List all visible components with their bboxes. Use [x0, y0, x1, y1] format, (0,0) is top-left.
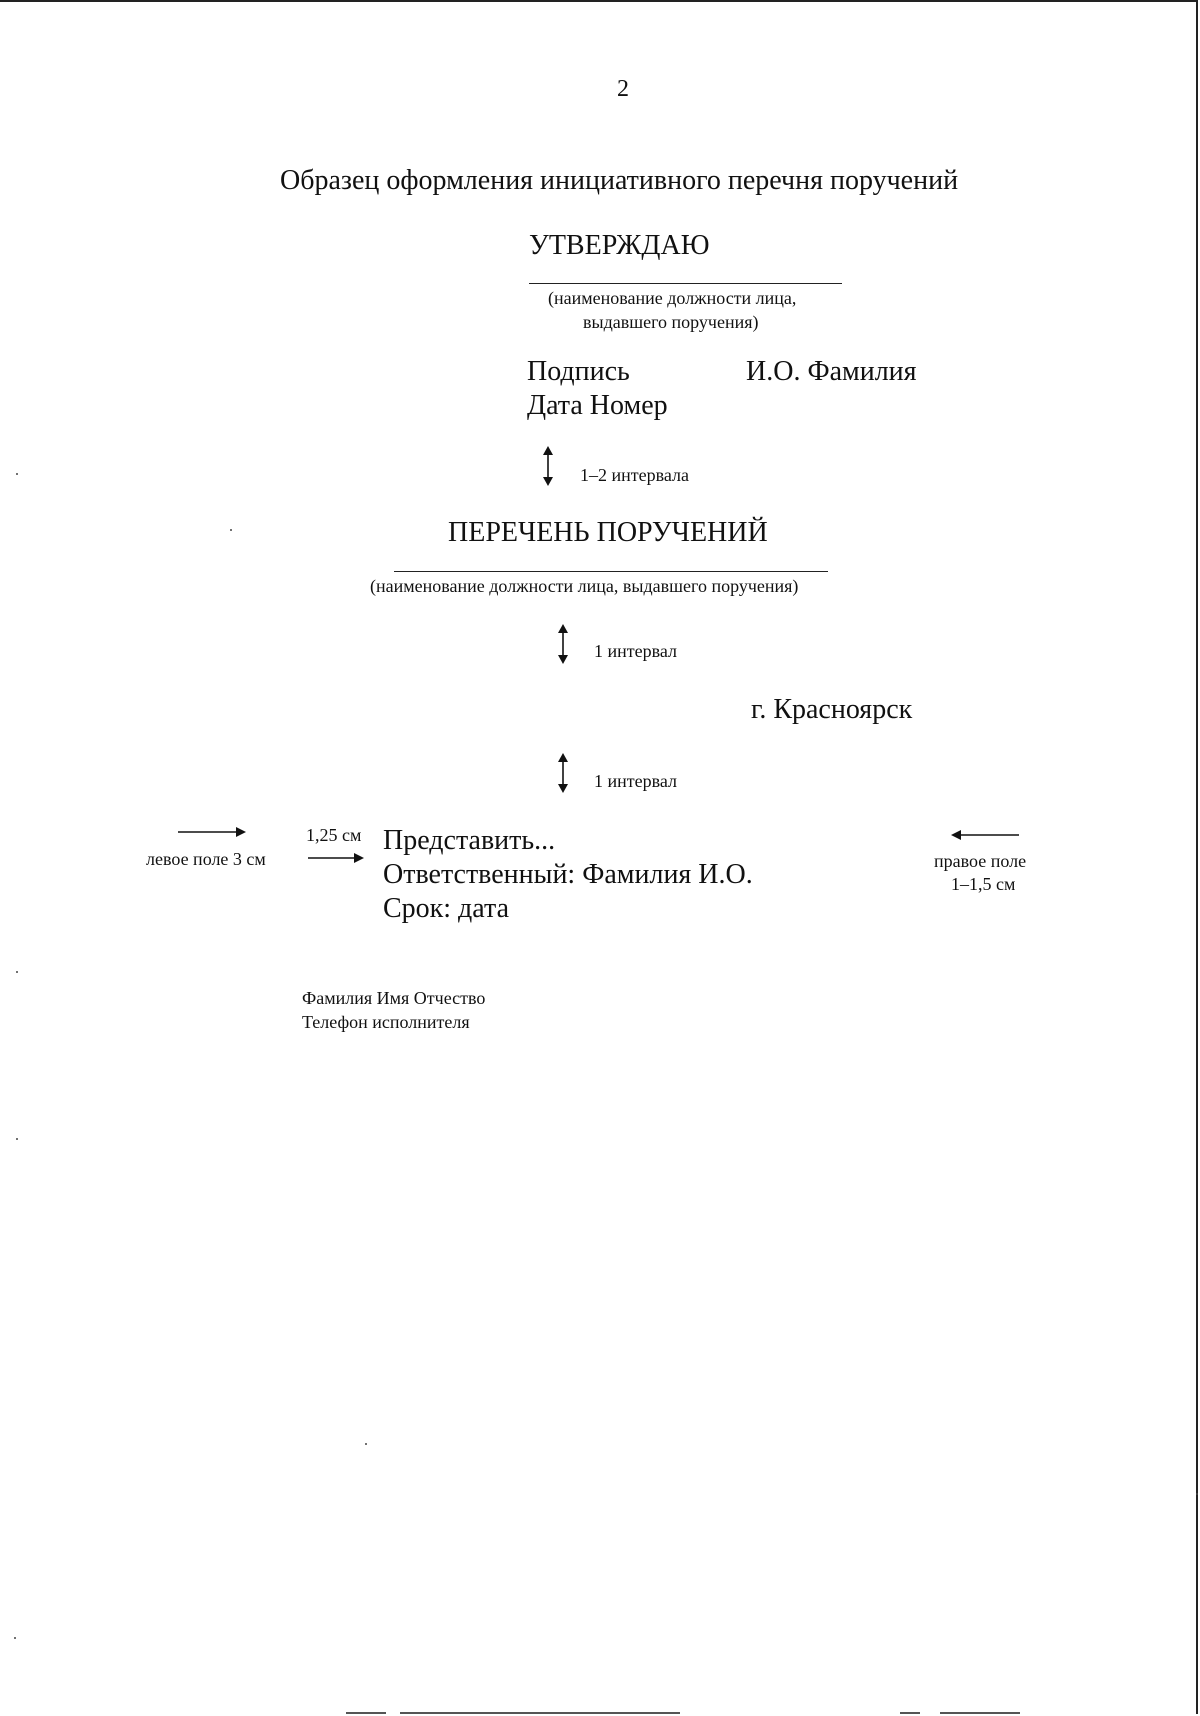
executor-phone: Телефон исполнителя [302, 1012, 470, 1032]
city: г. Красноярск [751, 694, 913, 725]
list-caption-line [394, 571, 828, 572]
scan-speck [16, 971, 18, 973]
indent-label: 1,25 см [306, 825, 362, 845]
right-margin-label-line1: правое поле [934, 851, 1027, 871]
left-margin-label: левое поле 3 см [146, 849, 266, 869]
body-line-deadline: Срок: дата [383, 893, 510, 924]
approve-name: И.О. Фамилия [746, 356, 917, 387]
spacing-label-after-city: 1 интервал [594, 771, 678, 791]
approve-caption-line2: выдавшего поручения) [583, 312, 759, 332]
scan-speck [16, 473, 18, 475]
spacing-label-after-caption: 1 интервал [594, 641, 678, 661]
scan-artifact-line [400, 1712, 680, 1714]
approve-signature-line [529, 283, 842, 284]
body-line-responsible: Ответственный: Фамилия И.О. [383, 859, 753, 890]
approve-caption-line1: (наименование должности лица, [548, 288, 797, 308]
scan-speck [16, 1138, 18, 1140]
scan-speck [1196, 1493, 1198, 1495]
double-arrow-vertical-icon [558, 753, 568, 793]
scan-artifact-line [940, 1712, 1020, 1714]
arrow-left-icon [951, 830, 1019, 840]
scan-artifact-line [346, 1712, 386, 1714]
double-arrow-vertical-icon [543, 446, 553, 486]
scan-speck [14, 1637, 16, 1639]
scan-speck [365, 1443, 367, 1445]
body-line-submit: Представить... [383, 825, 556, 856]
approve-date-number: Дата Номер [527, 390, 668, 421]
scan-artifact-line [900, 1712, 920, 1714]
right-margin-label-line2: 1–1,5 см [951, 874, 1016, 894]
double-arrow-vertical-icon [558, 624, 568, 664]
arrow-right-icon [178, 827, 246, 837]
arrow-right-icon [308, 853, 364, 863]
approve-heading: УТВЕРЖДАЮ [529, 230, 710, 261]
list-heading: ПЕРЕЧЕНЬ ПОРУЧЕНИЙ [448, 517, 768, 548]
scan-speck [230, 529, 232, 531]
executor-name: Фамилия Имя Отчество [302, 988, 486, 1008]
list-caption: (наименование должности лица, выдавшего … [370, 576, 799, 596]
document-title: Образец оформления инициативного перечня… [280, 165, 959, 196]
approve-signature: Подпись [527, 356, 630, 387]
page-number: 2 [617, 76, 629, 102]
spacing-label-after-approve: 1–2 интервала [580, 465, 690, 485]
